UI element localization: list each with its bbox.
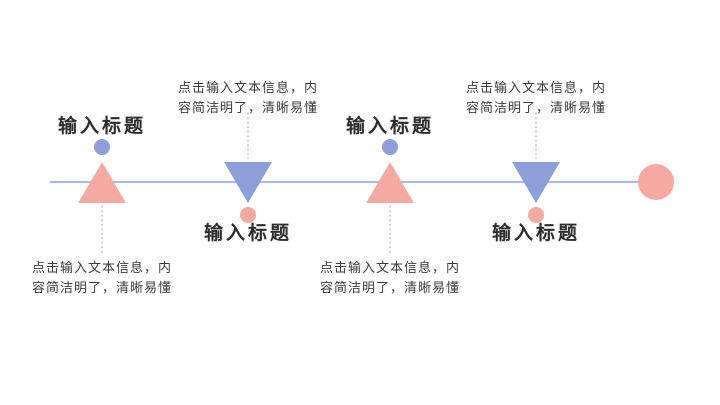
node-1-triangle-up-icon[interactable]: [78, 162, 126, 203]
node-3-triangle-up-icon[interactable]: [366, 162, 414, 203]
node-4-pink-dot[interactable]: [528, 207, 544, 223]
node-3-body-line-1: 点击输入文本信息，内: [319, 260, 460, 275]
node-1-body-text[interactable]: 点击输入文本信息，内 容简洁明了，清晰易懂: [17, 258, 187, 298]
node-1-title[interactable]: 输入标题: [57, 116, 146, 137]
node-1-body-line-1: 点击输入文本信息，内: [31, 260, 172, 275]
node-2-title[interactable]: 输入标题: [203, 223, 292, 244]
node-4-triangle-down-icon[interactable]: [512, 162, 560, 203]
node-3-body-line-2: 容简洁明了，清晰易懂: [319, 280, 460, 295]
node-1-body-line-2: 容简洁明了，清晰易懂: [31, 280, 172, 295]
node-3-blue-dot[interactable]: [382, 139, 398, 155]
node-4-body-line-1: 点击输入文本信息，内: [465, 80, 606, 95]
node-2-triangle-down-icon[interactable]: [224, 162, 272, 203]
node-4-dotted-connector: [535, 113, 537, 159]
node-3-body-text[interactable]: 点击输入文本信息，内 容简洁明了，清晰易懂: [305, 258, 475, 298]
node-2-pink-dot[interactable]: [240, 207, 256, 223]
node-2-body-text[interactable]: 点击输入文本信息，内 容简洁明了，清晰易懂: [163, 78, 333, 118]
node-4-body-line-2: 容简洁明了，清晰易懂: [465, 100, 606, 115]
timeline-node-1: 输入标题 点击输入文本信息，内 容简洁明了，清晰易懂: [17, 0, 187, 405]
node-2-body-line-2: 容简洁明了，清晰易懂: [177, 100, 318, 115]
node-2-body-line-1: 点击输入文本信息，内: [177, 80, 318, 95]
node-1-dotted-connector: [101, 206, 103, 253]
node-2-dotted-connector: [247, 113, 249, 159]
timeline-node-3: 输入标题 点击输入文本信息，内 容简洁明了，清晰易懂: [305, 0, 475, 405]
node-4-body-text[interactable]: 点击输入文本信息，内 容简洁明了，清晰易懂: [451, 78, 621, 118]
timeline-node-4: 点击输入文本信息，内 容简洁明了，清晰易懂 输入标题: [451, 0, 621, 405]
timeline-end-circle[interactable]: [638, 164, 674, 200]
node-3-title[interactable]: 输入标题: [345, 116, 434, 137]
node-1-blue-dot[interactable]: [94, 139, 110, 155]
timeline-node-2: 点击输入文本信息，内 容简洁明了，清晰易懂 输入标题: [163, 0, 333, 405]
node-3-dotted-connector: [389, 206, 391, 253]
node-4-title[interactable]: 输入标题: [491, 223, 580, 244]
timeline-axis-line: [50, 181, 640, 183]
